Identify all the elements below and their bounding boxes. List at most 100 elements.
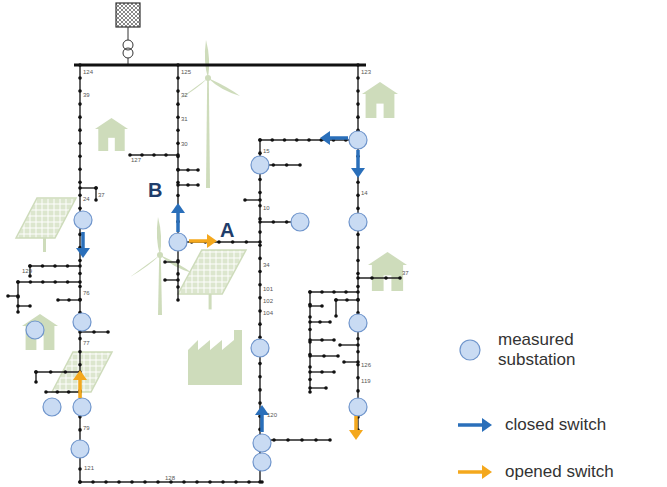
bus-number: 15: [263, 148, 270, 154]
bus-node: [6, 294, 10, 298]
bus-node: [320, 370, 324, 374]
bus-node: [34, 370, 38, 374]
closed-switch: [76, 232, 90, 258]
bus-node: [56, 390, 60, 394]
bus-node: [78, 63, 82, 67]
bus-node: [308, 390, 312, 394]
bus-node: [356, 259, 360, 263]
opened-switch: [73, 370, 87, 398]
bus-node: [356, 181, 360, 185]
measured-substation: [349, 398, 367, 416]
wire: [310, 387, 326, 388]
bus-node: [176, 260, 180, 264]
bus-node: [258, 401, 262, 405]
bus-node: [78, 194, 82, 198]
bus-node: [78, 128, 82, 132]
bus-node: [356, 76, 360, 80]
bus-node: [345, 298, 349, 302]
closed-switch: [351, 150, 365, 178]
legend-text: measured substation: [498, 330, 598, 369]
bus-node: [41, 264, 45, 268]
bus-node: [308, 328, 312, 332]
wire: [36, 371, 80, 372]
bus-node: [308, 378, 312, 382]
bus-node: [16, 280, 20, 284]
measured-substation: [253, 434, 271, 452]
bus-node: [308, 315, 312, 319]
grid-symbol: [116, 3, 140, 27]
measured-substation: [74, 211, 92, 229]
measured-substation: [169, 233, 187, 251]
solar-panel-icon: [16, 198, 76, 252]
bus-node: [176, 285, 180, 289]
bus-node: [332, 290, 336, 294]
bus-node: [56, 298, 60, 302]
bus-number: 10: [263, 205, 270, 211]
bus-node: [176, 168, 180, 172]
bus-node: [176, 168, 180, 172]
bus-node: [258, 375, 262, 379]
bus-node: [67, 390, 71, 394]
legend-substation-sample: [460, 340, 480, 360]
bus-node: [258, 204, 262, 208]
bus-node: [320, 290, 324, 294]
bus-node: [78, 186, 82, 190]
bus-node: [176, 194, 180, 198]
bus-node: [328, 320, 332, 324]
bus-node: [78, 480, 82, 484]
wire: [340, 344, 358, 345]
bus-node: [78, 280, 82, 284]
wire: [95, 188, 96, 200]
measured-substation: [349, 314, 367, 332]
bus-node: [258, 198, 262, 202]
bus-node: [356, 63, 360, 67]
bus-node: [78, 337, 82, 341]
legend-samples: [458, 340, 492, 479]
bus-node: [384, 276, 388, 280]
bus-number: 79: [83, 425, 90, 431]
bus-node: [176, 142, 180, 146]
bus-node: [285, 163, 289, 167]
background-icons: [16, 40, 407, 406]
bus-node: [356, 89, 360, 93]
bus-node: [164, 153, 168, 157]
bus-node: [176, 115, 180, 119]
bus-node: [258, 240, 262, 244]
bus-node: [258, 480, 262, 484]
bus-node: [176, 183, 180, 187]
bus-node: [16, 310, 20, 314]
bus-node: [53, 264, 57, 268]
bus-node: [94, 198, 98, 202]
bus-node: [334, 298, 338, 302]
house-icon: [368, 252, 407, 291]
bus-node: [307, 138, 311, 142]
bus-node: [356, 115, 360, 119]
bus-node: [258, 243, 262, 247]
bus-node: [196, 168, 200, 172]
bus-number: 32: [181, 92, 188, 98]
bus-node: [78, 285, 82, 289]
bus-node: [176, 272, 180, 276]
wire: [18, 281, 80, 282]
bus-node: [285, 220, 289, 224]
bus-node: [356, 285, 360, 289]
bus-node: [308, 290, 312, 294]
wire: [165, 279, 178, 280]
bus-node: [78, 102, 82, 106]
bus-number: 121: [84, 465, 94, 471]
switch-label: B: [148, 180, 162, 200]
bus-node: [29, 280, 33, 284]
bus-node: [78, 259, 82, 263]
bus-number: 120: [267, 412, 277, 418]
measured-substation: [253, 453, 271, 471]
bus-node: [308, 290, 312, 294]
bus-number: 126: [361, 362, 371, 368]
bus-node: [320, 338, 324, 342]
bus-node: [78, 141, 82, 145]
bus-node: [53, 280, 57, 284]
bus-node: [272, 163, 276, 167]
bus-node: [78, 467, 82, 471]
bus-node: [176, 153, 180, 157]
bus-node: [258, 296, 262, 300]
bus-node: [94, 186, 98, 190]
